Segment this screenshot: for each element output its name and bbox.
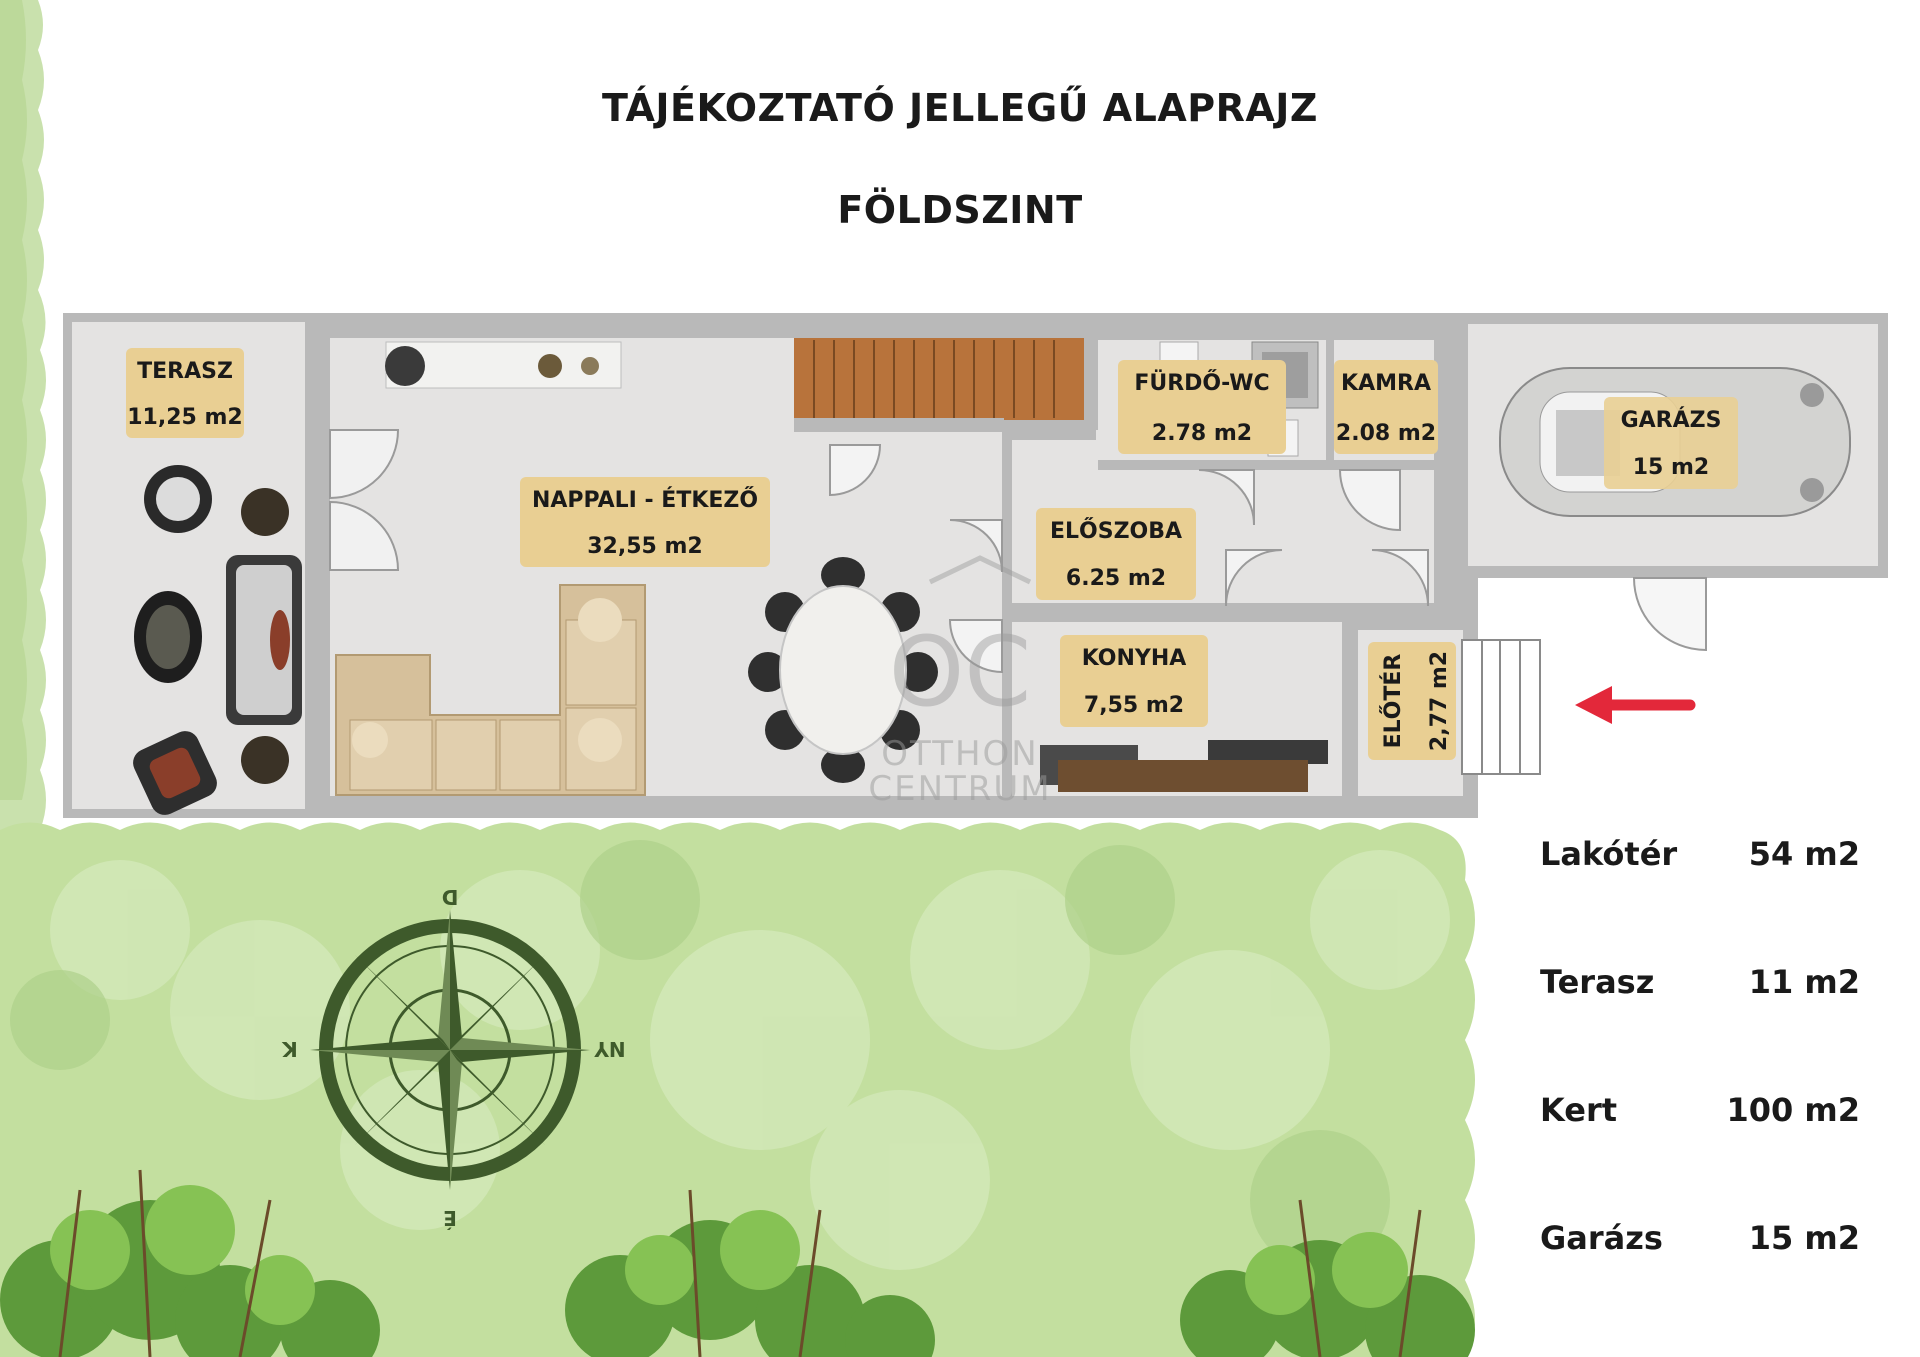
stat-value: 15 m2 (1748, 1219, 1860, 1257)
terrace-label-box (126, 348, 244, 438)
vestibule-label-box (1368, 642, 1456, 760)
stat-label: Garázs (1540, 1219, 1663, 1257)
compass-north-label: D (442, 885, 459, 909)
stat-label: Kert (1540, 1091, 1618, 1129)
compass-icon (310, 910, 590, 1190)
stat-row-garage: Garázs 15 m2 (1540, 1219, 1860, 1347)
vestibule-area: 2,77 m2 (1427, 651, 1452, 751)
stat-row-garden: Kert 100 m2 (1540, 1091, 1860, 1219)
living-label-box (520, 477, 770, 567)
garage-area: 15 m2 (1633, 455, 1710, 480)
watermark-line1: OTTHON (881, 734, 1038, 774)
pantry-area: 2.08 m2 (1336, 421, 1436, 446)
bathroom-label-box (1118, 360, 1286, 454)
kitchen-area: 7,55 m2 (1084, 693, 1184, 718)
tree-cluster (0, 1169, 1475, 1357)
garage-label-box (1604, 397, 1738, 489)
door-swings (329, 429, 1707, 674)
dining-table-icon (748, 557, 938, 783)
hall-name: ELŐSZOBA (1050, 518, 1182, 544)
terrace-area: 11,25 m2 (127, 405, 242, 430)
kitchen-name: KONYHA (1082, 646, 1187, 671)
compass-east-label: NY (594, 1037, 626, 1061)
garage-name: GARÁZS (1621, 407, 1722, 433)
pantry-label-box (1334, 360, 1438, 454)
stat-value: 11 m2 (1748, 963, 1860, 1001)
hall-area: 6.25 m2 (1066, 566, 1166, 591)
living-area: 32,55 m2 (587, 534, 702, 559)
terrace-name: TERASZ (137, 359, 233, 384)
stat-row-living: Lakótér 54 m2 (1540, 835, 1860, 963)
page-title: TÁJÉKOZTATÓ JELLEGŰ ALAPRAJZ (602, 86, 1318, 130)
bathroom-name: FÜRDŐ-WC (1134, 370, 1269, 396)
stat-value: 54 m2 (1748, 835, 1860, 873)
living-name: NAPPALI - ÉTKEZŐ (532, 487, 758, 513)
pantry-name: KAMRA (1341, 371, 1431, 396)
kitchen-label-box (1060, 635, 1208, 727)
hall-label-box (1036, 508, 1196, 600)
watermark-line2: CENTRUM (868, 769, 1051, 809)
entrance-steps (1461, 639, 1541, 775)
stairs-icon (794, 338, 1084, 420)
compass-south-label: É (443, 1206, 457, 1230)
compass-west-label: K (281, 1037, 298, 1061)
stat-label: Terasz (1540, 963, 1655, 1001)
watermark-logo-text: OC (889, 616, 1032, 728)
entrance-arrow-icon (1575, 686, 1696, 724)
vestibule-name: ELŐTÉR (1380, 654, 1406, 749)
stat-row-terrace: Terasz 11 m2 (1540, 963, 1860, 1091)
sofa-icon (335, 584, 646, 796)
furniture (133, 341, 1328, 815)
area-summary: Lakótér 54 m2 Terasz 11 m2 Kert 100 m2 G… (1540, 835, 1860, 1347)
watermark-logo (928, 555, 1032, 585)
floor-subtitle: FÖLDSZINT (837, 188, 1083, 232)
stat-label: Lakótér (1540, 835, 1678, 873)
bathroom-area: 2.78 m2 (1152, 421, 1252, 446)
stat-value: 100 m2 (1726, 1091, 1860, 1129)
